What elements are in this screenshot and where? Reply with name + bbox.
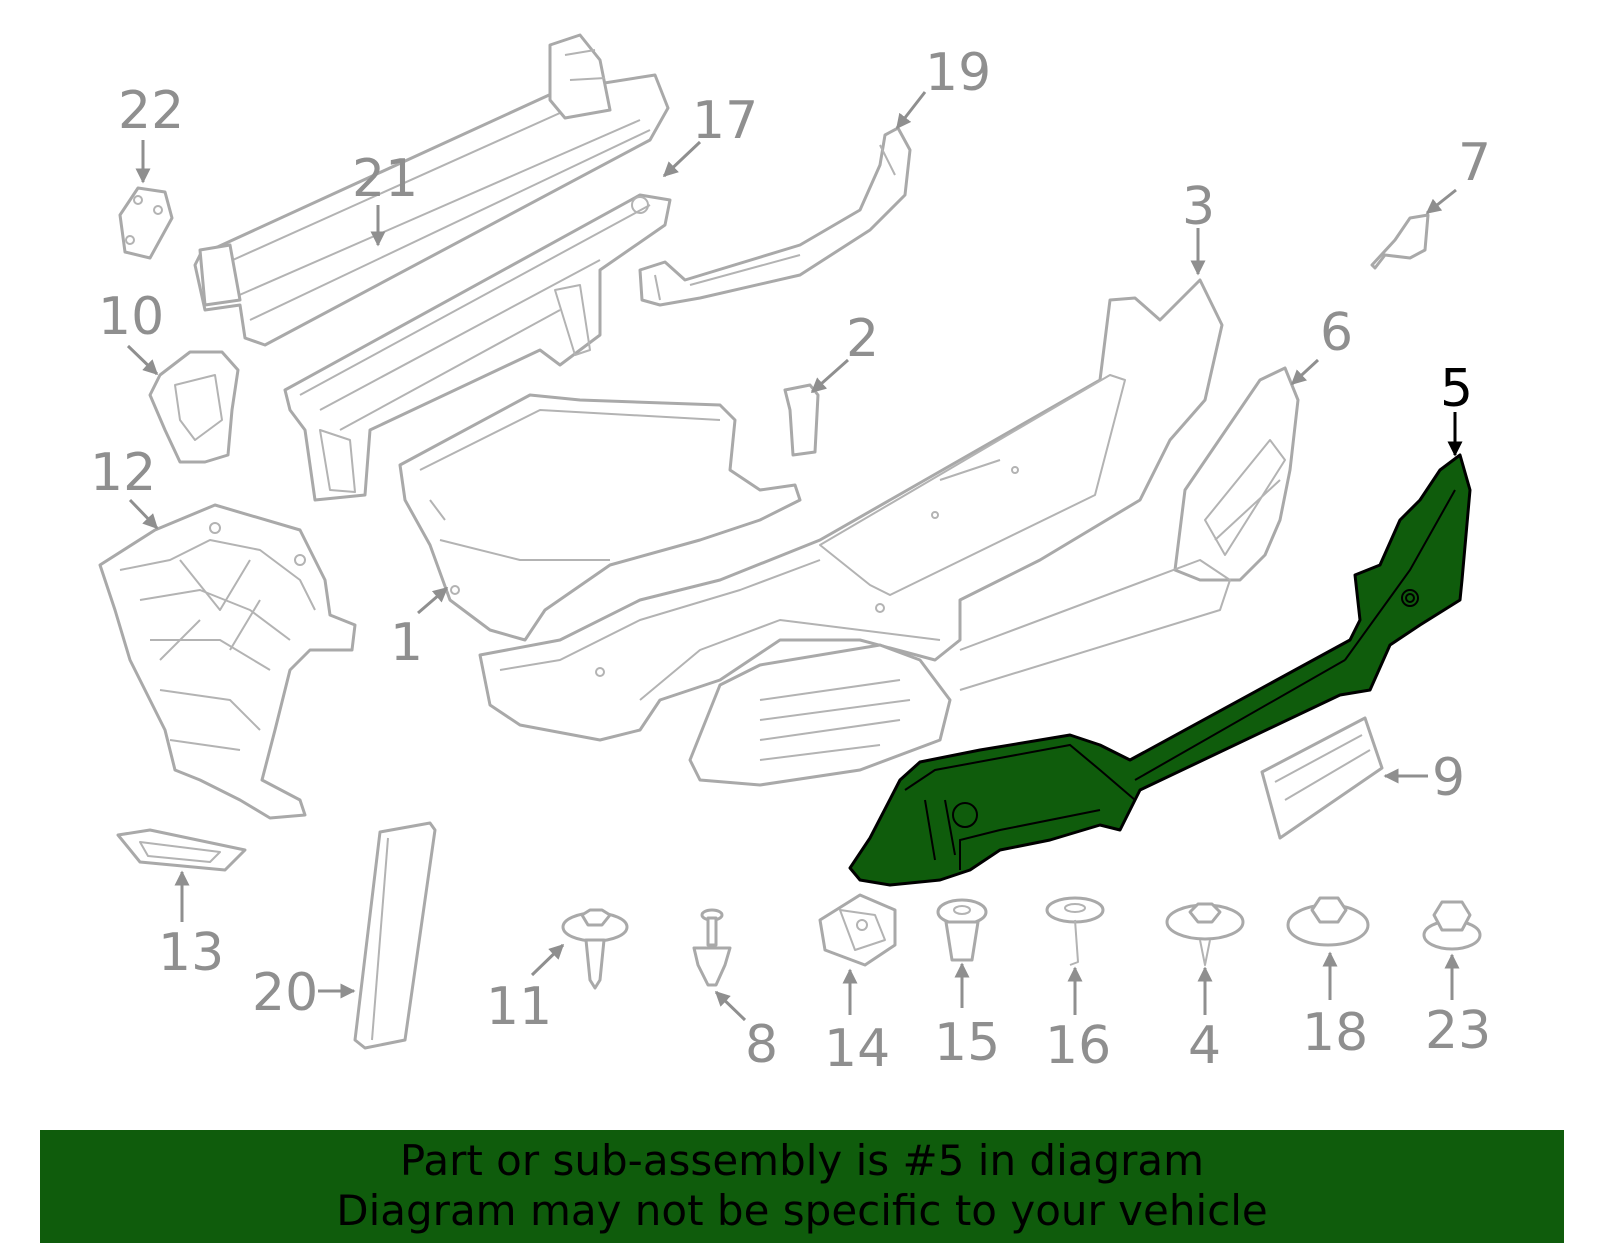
part-7-clip[interactable] [1370, 213, 1430, 270]
callout-labels: 22 21 17 19 10 12 13 20 1 2 3 6 7 5 9 11… [90, 43, 1491, 1079]
callout-14: 14 [824, 1019, 890, 1079]
callout-20: 20 [252, 963, 318, 1023]
callout-1: 1 [390, 613, 423, 673]
part-5-lower-valance[interactable] [848, 453, 1472, 887]
part-22-plate[interactable] [118, 186, 174, 260]
part-19-side-bracket[interactable] [638, 126, 912, 307]
callout-6: 6 [1320, 303, 1353, 363]
part-17-carrier[interactable] [283, 193, 672, 502]
callout-17: 17 [692, 91, 758, 151]
part-10-bracket[interactable] [148, 350, 240, 464]
part-21-reinforcement-beam[interactable] [193, 33, 670, 347]
callout-9: 9 [1432, 748, 1465, 808]
part-4-flange-bolt[interactable] [1165, 902, 1245, 966]
callout-2: 2 [846, 309, 879, 369]
part-18-flange-nut[interactable] [1286, 896, 1370, 947]
part-20-molding[interactable] [353, 821, 437, 1050]
part-9-bracket[interactable] [1260, 716, 1384, 840]
callout-22: 22 [118, 81, 184, 141]
part-3-bumper-cover[interactable] [478, 278, 1224, 742]
callout-12: 12 [90, 443, 156, 503]
part-23-nut[interactable] [1422, 900, 1482, 951]
callout-7: 7 [1458, 133, 1491, 193]
info-banner: Part or sub-assembly is #5 in diagram Di… [40, 1130, 1564, 1243]
callout-10: 10 [98, 287, 164, 347]
part-12-side-bracket[interactable] [98, 503, 357, 820]
part-6-garnish[interactable] [1173, 366, 1300, 582]
part-2-bracket[interactable] [783, 383, 820, 457]
callout-4: 4 [1188, 1016, 1221, 1076]
callout-15: 15 [934, 1013, 1000, 1073]
part-8-push-pin[interactable] [692, 908, 732, 987]
part-15-fastener[interactable] [936, 898, 988, 962]
callout-16: 16 [1045, 1016, 1111, 1076]
part-lower-grille [688, 559, 1231, 787]
callout-11: 11 [486, 977, 552, 1037]
part-14-clip-nut[interactable] [818, 893, 897, 967]
banner-line-disclaimer: Diagram may not be specific to your vehi… [336, 1186, 1268, 1235]
callout-13: 13 [158, 923, 224, 983]
banner-line-part: Part or sub-assembly is #5 in diagram [399, 1136, 1205, 1185]
callout-18: 18 [1302, 1003, 1368, 1063]
callout-23: 23 [1425, 1001, 1491, 1061]
part-1-side-cover[interactable] [398, 393, 802, 642]
leader-lines [126, 91, 1463, 1022]
callout-3: 3 [1182, 177, 1215, 237]
callout-21: 21 [352, 149, 418, 209]
callout-19: 19 [925, 43, 991, 103]
callout-5-highlighted: 5 [1440, 359, 1473, 419]
part-16-washer[interactable] [1045, 896, 1105, 966]
part-11-screw[interactable] [561, 908, 629, 990]
callout-8: 8 [745, 1015, 778, 1075]
part-13-reflector[interactable] [116, 828, 247, 872]
